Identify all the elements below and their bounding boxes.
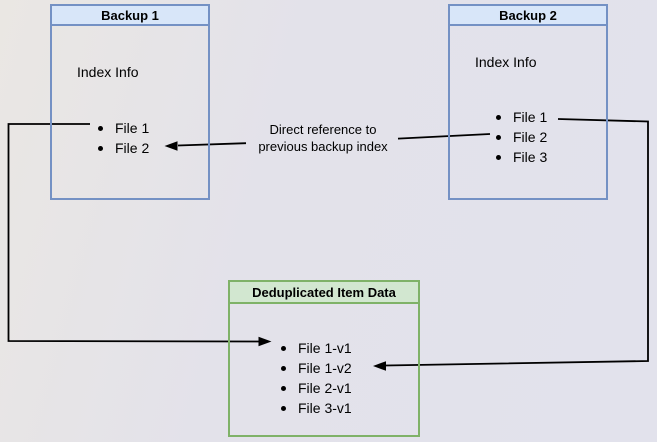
list-item-label: File 2-v1	[298, 380, 352, 396]
bullet-icon	[281, 365, 286, 371]
list-item-label: File 1	[115, 120, 150, 136]
dedup-header: Deduplicated Item Data	[230, 282, 418, 304]
edge-label-line2: previous backup index	[258, 138, 388, 154]
bullet-icon	[496, 154, 501, 160]
edge-label-line1: Direct reference to	[269, 122, 377, 137]
bullet-icon	[496, 114, 501, 120]
list-item-label: File 2	[115, 140, 150, 156]
backup2-file-list: File 1 File 2 File 3	[496, 107, 547, 167]
list-item: File 2-v1	[281, 378, 352, 398]
backup2-header: Backup 2	[450, 6, 606, 26]
bullet-icon	[281, 385, 286, 391]
bullet-icon	[281, 345, 286, 351]
list-item: File 3-v1	[281, 398, 352, 418]
backup2-index-info-label: Index Info	[475, 54, 537, 70]
dedup-box: Deduplicated Item Data File 1-v1 File 1-…	[228, 280, 420, 437]
backup1-header: Backup 1	[52, 6, 208, 26]
list-item-label: File 3-v1	[298, 400, 352, 416]
list-item: File 2	[496, 127, 547, 147]
list-item-label: File 1	[513, 109, 548, 125]
list-item-label: File 3	[513, 149, 548, 165]
list-item: File 1	[496, 107, 547, 127]
list-item: File 3	[496, 147, 547, 167]
list-item: File 1-v2	[281, 358, 352, 378]
backup1-file-list: File 1 File 2	[98, 118, 149, 158]
direct-reference-edge-label: Direct reference to previous backup inde…	[237, 122, 409, 155]
list-item-label: File 2	[513, 129, 548, 145]
dedup-file-list: File 1-v1 File 1-v2 File 2-v1 File 3-v1	[281, 338, 352, 418]
bullet-icon	[496, 134, 501, 140]
bullet-icon	[98, 145, 103, 151]
backup2-box: Backup 2 Index Info File 1 File 2 File 3	[448, 4, 608, 200]
list-item: File 1-v1	[281, 338, 352, 358]
list-item-label: File 1-v1	[298, 340, 352, 356]
backup1-index-info-label: Index Info	[77, 64, 139, 80]
bullet-icon	[281, 405, 286, 411]
bullet-icon	[98, 125, 103, 131]
backup1-box: Backup 1 Index Info File 1 File 2	[50, 4, 210, 200]
list-item-label: File 1-v2	[298, 360, 352, 376]
list-item: File 1	[98, 118, 149, 138]
list-item: File 2	[98, 138, 149, 158]
